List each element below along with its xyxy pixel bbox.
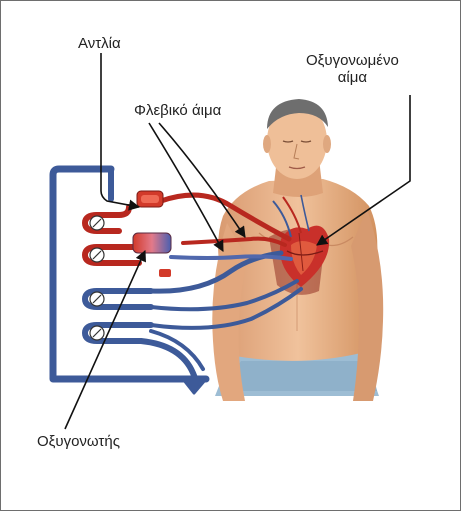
label-oxygenator: Οξυγονωτής xyxy=(37,433,120,450)
label-pump: Αντλία xyxy=(78,35,121,52)
label-oxygenated-blood-line2: αίμα xyxy=(306,69,399,86)
oxygenator-device xyxy=(133,233,171,277)
pump-leader xyxy=(101,53,139,207)
venous-leader-1 xyxy=(149,123,223,251)
label-oxygenated-blood: Οξυγονωμένο αίμα xyxy=(306,52,399,86)
roller-heads xyxy=(90,216,104,340)
pump-device xyxy=(137,191,163,207)
label-venous-blood: Φλεβικό άιμα xyxy=(134,102,221,119)
label-oxygenated-blood-line1: Οξυγονωμένο xyxy=(306,52,399,69)
